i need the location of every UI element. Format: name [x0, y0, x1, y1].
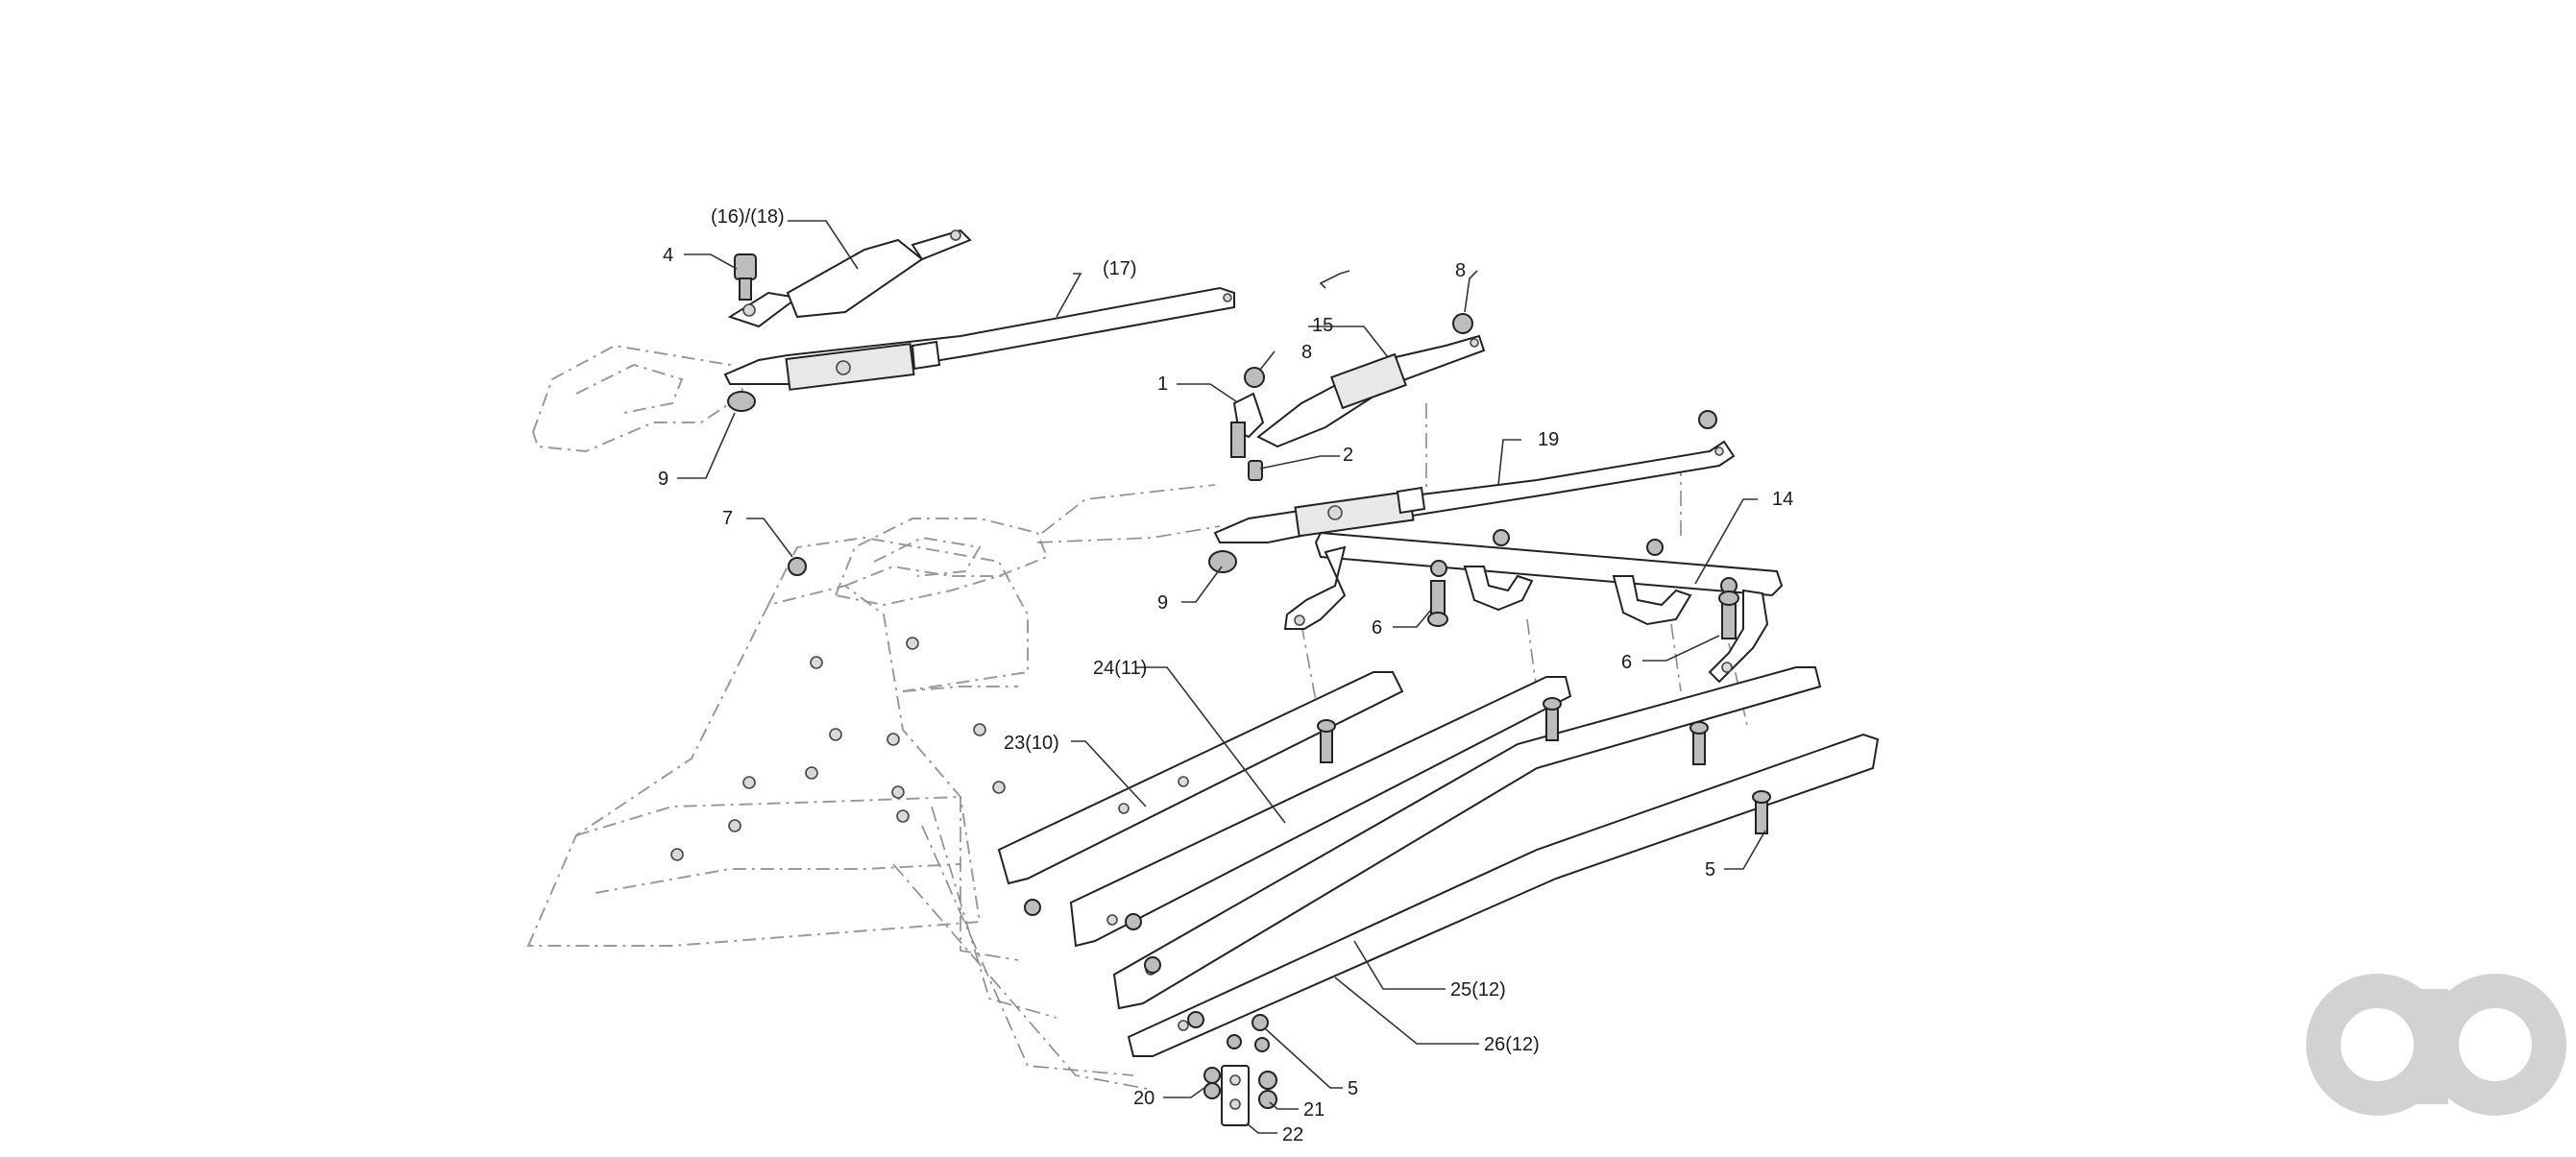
label-5-bottom: 5 [1348, 1078, 1358, 1099]
label-20: 20 [1133, 1088, 1154, 1109]
nut-19-top [1698, 410, 1717, 429]
label-7: 7 [722, 508, 733, 529]
upper-bracket-outline-left [531, 344, 746, 453]
label-1: 1 [1157, 374, 1168, 395]
leader-lines [677, 220, 1766, 1134]
label-23-10: 23(10) [1004, 733, 1059, 754]
strip-bolts [1317, 697, 1771, 834]
bolt-6-left [1427, 580, 1448, 627]
mouldboard-strip-26-12 [1127, 733, 1880, 1057]
label-2: 2 [1343, 445, 1353, 466]
nut-21 [1258, 1071, 1277, 1109]
label-6-left: 6 [1372, 617, 1382, 639]
label-17: (17) [1103, 258, 1137, 279]
bracket-bar-14 [1283, 531, 1784, 684]
label-8-left: 8 [1301, 342, 1312, 363]
label-21: 21 [1303, 1099, 1324, 1121]
label-26-12: 26(12) [1484, 1034, 1540, 1055]
nut-8-left [1244, 367, 1265, 388]
label-16-18: (16)/(18) [711, 206, 785, 228]
strip-bolts-lower [1024, 899, 1270, 1052]
long-link-19 [1213, 440, 1736, 543]
label-4: 4 [663, 245, 673, 266]
nut-9-lower [1208, 550, 1237, 573]
pin-2 [1248, 460, 1263, 481]
nut-8-right [1452, 313, 1473, 334]
label-15: 15 [1312, 315, 1333, 336]
nut-7 [788, 557, 807, 576]
upper-bracket-outline-middle [834, 518, 1049, 607]
label-25-12: 25(12) [1450, 979, 1506, 1000]
label-22: 22 [1282, 1124, 1303, 1145]
plough-body-outline [526, 536, 1029, 947]
nut-9-upper [727, 391, 756, 412]
label-9-lower: 9 [1157, 592, 1168, 614]
mouldboard-strip-24-11 [1069, 676, 1572, 948]
bolt-6-right [1718, 591, 1739, 639]
turnbuckle-link-16-18 [727, 229, 972, 328]
label-19: 19 [1538, 429, 1559, 450]
label-5-right: 5 [1705, 859, 1715, 880]
turnbuckle-link-15 [1256, 334, 1486, 448]
label-8-right: 8 [1455, 260, 1466, 281]
mouldboard-strip-23-10 [997, 671, 1404, 885]
label-6-right: 6 [1621, 652, 1632, 673]
callout-labels: (16)/(18) 4 (17) 9 8 15 8 1 2 19 7 14 9 … [658, 206, 1793, 1145]
bracket-nuts [1430, 529, 1738, 594]
pin-4 [734, 253, 757, 301]
label-24-11: 24(11) [1093, 658, 1147, 679]
long-link-17 [723, 286, 1235, 391]
ao-logo-icon [2306, 974, 2566, 1116]
clevis-1 [1230, 392, 1265, 458]
label-9-upper: 9 [658, 469, 668, 490]
plough-body-holes [670, 637, 1006, 861]
nut-20 [1203, 1067, 1221, 1099]
label-14: 14 [1772, 489, 1793, 510]
washer-plate-22 [1221, 1065, 1250, 1126]
